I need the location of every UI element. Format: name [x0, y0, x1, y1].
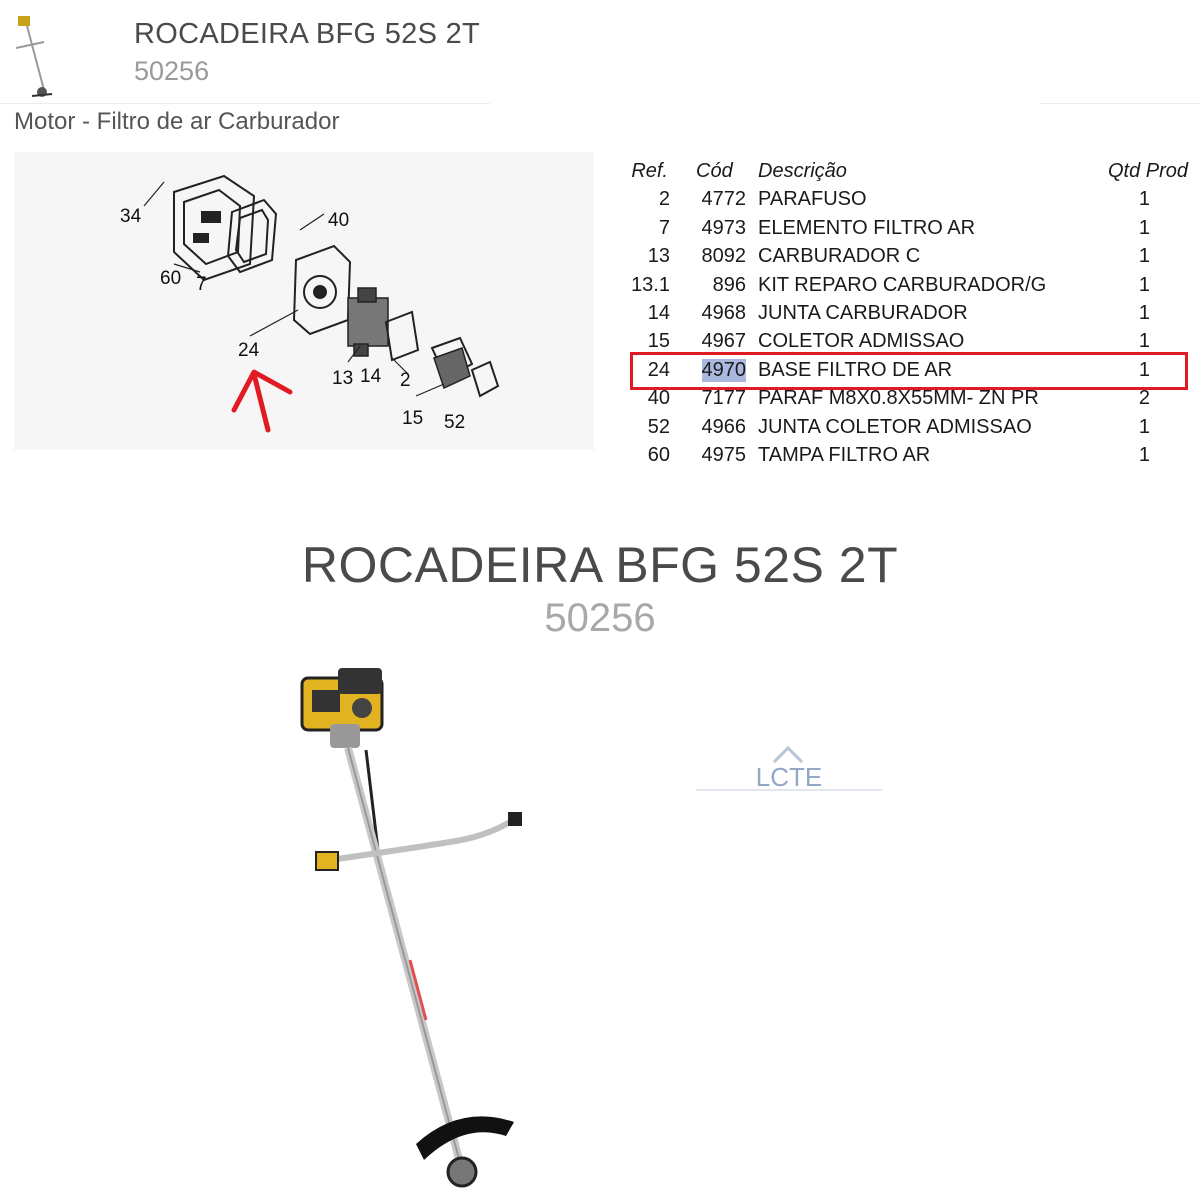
product-code: 50256	[544, 596, 656, 640]
cell-qtd: 1	[1138, 443, 1150, 466]
table-row: 13.1 896 KIT REPARO CARBURADOR/G 1	[620, 272, 1190, 300]
diagram-label-2: 2	[400, 370, 411, 391]
diagram-label-15: 15	[402, 408, 423, 429]
cell-desc: CARBURADOR C	[758, 245, 921, 268]
cell-desc: PARAFUSO	[758, 188, 867, 211]
cell-ref: 13	[647, 245, 670, 268]
brush-cutter-image	[300, 668, 522, 1188]
cell-desc: COLETOR ADMISSAO	[758, 330, 965, 353]
lcte-watermark-logo: LCTE	[696, 745, 882, 792]
header-qtd: Qtd Prod	[1107, 160, 1188, 182]
engine	[300, 668, 384, 748]
cell-qtd: 1	[1138, 273, 1150, 296]
table-row-highlighted: 24 4970 BASE FILTRO DE AR 1	[620, 357, 1190, 385]
table-row: 14 4968 JUNTA CARBURADOR 1	[620, 300, 1190, 328]
cell-ref: 2	[658, 188, 670, 211]
diagram-label-34: 34	[120, 206, 142, 227]
header-ref: Ref.	[631, 160, 668, 182]
header-divider	[0, 103, 490, 104]
cutting-head	[446, 1156, 478, 1188]
header-title: ROCADEIRA BFG 52S 2T	[134, 18, 481, 50]
product-thumbnail	[15, 16, 53, 97]
cell-ref: 40	[647, 387, 670, 410]
table-row: 60 4975 TAMPA FILTRO AR 1	[620, 442, 1190, 470]
cell-desc: BASE FILTRO DE AR	[758, 358, 953, 381]
cell-qtd: 1	[1138, 245, 1150, 268]
parts-table-header: Ref. Cód Descrição Qtd Prod	[620, 158, 1190, 186]
header-divider-right	[1040, 103, 1200, 104]
section-title: Motor - Filtro de ar Carburador	[14, 108, 340, 135]
cell-ref: 52	[647, 415, 670, 438]
throttle-cable	[364, 749, 380, 851]
blade-guard	[416, 1116, 514, 1160]
diagram-label-24: 24	[238, 340, 260, 361]
cell-desc: JUNTA CARBURADOR	[758, 301, 968, 324]
header-code: 50256	[134, 56, 210, 86]
cell-cod: 4975	[701, 443, 747, 466]
left-grip	[315, 851, 339, 871]
handlebar	[327, 815, 519, 863]
cell-desc: ELEMENTO FILTRO AR	[758, 216, 976, 239]
shaft	[344, 746, 466, 1172]
cell-qtd: 2	[1138, 387, 1150, 410]
cell-qtd: 1	[1138, 216, 1150, 239]
diagram-label-14: 14	[360, 366, 382, 387]
cell-ref: 14	[647, 301, 670, 324]
right-grip	[508, 812, 522, 826]
table-row: 52 4966 JUNTA COLETOR ADMISSAO 1	[620, 414, 1190, 442]
cell-desc: JUNTA COLETOR ADMISSAO	[758, 415, 1032, 438]
cell-qtd: 1	[1138, 415, 1150, 438]
parts-table: Ref. Cód Descrição Qtd Prod 2 4772 PARAF…	[620, 158, 1190, 470]
table-row: 2 4772 PARAFUSO 1	[620, 186, 1190, 214]
diagram-label-40: 40	[328, 210, 349, 231]
diagram-label-7: 7	[196, 274, 207, 295]
diagram-label-60: 60	[160, 268, 181, 289]
watermark-text: LCTE	[756, 762, 822, 792]
cell-desc: KIT REPARO CARBURADOR/G	[758, 273, 1047, 296]
header-desc: Descrição	[758, 160, 847, 182]
table-row: 40 7177 PARAF M8X0.8X55MM- ZN PR 2	[620, 385, 1190, 413]
red-arrow-annotation	[231, 369, 293, 433]
leader-lines	[143, 181, 445, 397]
table-row: 13 8092 CARBURADOR C 1	[620, 243, 1190, 271]
cell-ref: 60	[647, 443, 670, 466]
filter-element	[226, 198, 278, 274]
cell-qtd: 1	[1138, 358, 1150, 381]
table-row: 15 4967 COLETOR ADMISSAO 1	[620, 328, 1190, 356]
cell-qtd: 1	[1138, 330, 1150, 353]
cell-ref: 13.1	[631, 273, 670, 296]
carburetor	[347, 287, 389, 357]
header-cod: Cód	[696, 160, 733, 182]
cell-ref: 15	[647, 330, 670, 353]
cell-cod: 4966	[701, 415, 747, 438]
cell-cod: 4967	[701, 330, 747, 353]
cell-qtd: 1	[1138, 188, 1150, 211]
cell-ref: 24	[647, 358, 670, 381]
product-title: ROCADEIRA BFG 52S 2T	[301, 537, 899, 593]
cell-qtd: 1	[1138, 301, 1150, 324]
table-row: 7 4973 ELEMENTO FILTRO AR 1	[620, 215, 1190, 243]
diagram-label-52: 52	[444, 412, 465, 433]
cell-desc: TAMPA FILTRO AR	[758, 443, 931, 466]
exploded-parts-diagram: 34 40 60 7 24 13 14 2 15 52	[14, 152, 594, 450]
manifold	[433, 347, 471, 390]
diagram-label-13: 13	[332, 368, 353, 389]
cell-cod: 8092	[701, 245, 747, 268]
cell-desc: PARAF M8X0.8X55MM- ZN PR	[758, 387, 1039, 410]
cell-cod: 896	[712, 273, 746, 296]
cell-ref: 7	[658, 216, 670, 239]
highlight-box	[630, 352, 1188, 390]
cell-cod: 4973	[701, 216, 747, 239]
cell-cod: 4772	[701, 188, 747, 211]
cell-cod-selected: 4970	[701, 358, 746, 382]
cell-cod: 4968	[701, 301, 747, 324]
cell-cod: 7177	[701, 387, 747, 410]
